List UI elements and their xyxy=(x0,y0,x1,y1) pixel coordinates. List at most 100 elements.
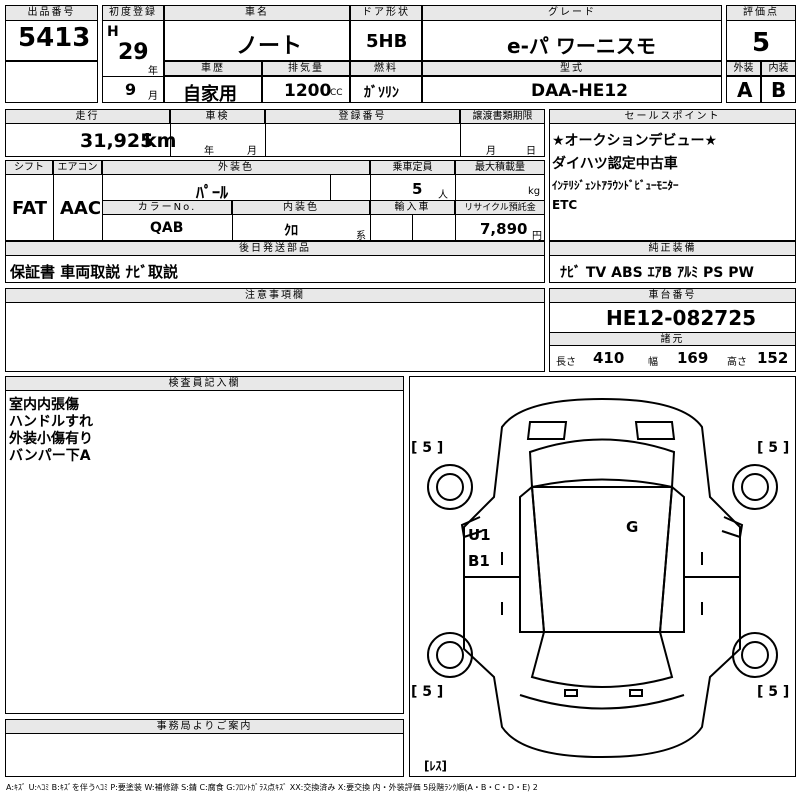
sales-point-3: ｲﾝﾃﾘｼﾞｪﾝﾄｱﾗｳﾝﾄﾞﾋﾞｭｰﾓﾆﾀｰ xyxy=(552,179,679,192)
fuel-label: 燃料 xyxy=(350,61,422,76)
int-color-label: 内装色 xyxy=(232,200,370,215)
inspection-year-unit: 年 xyxy=(204,146,214,157)
aircon-value: AAC xyxy=(60,198,102,219)
ext-color-label: 外装色 xyxy=(102,160,370,175)
first-reg-month-unit: 月 xyxy=(148,91,158,102)
int-color-value: ｸﾛ xyxy=(284,223,298,239)
lot-label: 出品番号 xyxy=(5,5,98,21)
aircon-label: エアコン xyxy=(53,160,102,175)
inspector-line-4: バンパー下A xyxy=(9,448,91,464)
lot-number: 5413 xyxy=(18,23,91,53)
tire-rr: [ 5 ] xyxy=(757,684,790,700)
height-label: 高さ xyxy=(727,357,747,368)
score-value: 5 xyxy=(752,28,771,58)
score-ext-box xyxy=(726,76,761,103)
length-label: 長さ xyxy=(556,357,576,368)
car-diagram xyxy=(427,397,778,759)
model-code-label: 型式 xyxy=(422,61,722,76)
color-no-label: カラーNo. xyxy=(102,200,232,215)
capacity-value: 5 xyxy=(412,180,423,198)
door-value: 5HB xyxy=(366,31,408,52)
spec-label: 諸元 xyxy=(549,332,796,346)
tire-rl: [ 5 ] xyxy=(411,684,444,700)
score-ext: A xyxy=(737,78,753,102)
shift-value: FAT xyxy=(12,198,48,219)
model-code-box xyxy=(422,76,722,103)
first-reg-divider xyxy=(102,76,164,77)
int-color-unit: 系 xyxy=(356,231,366,242)
chassis-value: HE12-082725 xyxy=(606,306,757,330)
inspector-line-1: 室内内張傷 xyxy=(9,397,79,413)
transfer-label: 譲渡書類期限 xyxy=(460,109,545,124)
office-label: 事務局よりご案内 xyxy=(5,719,404,734)
legend: A:ｷｽﾞ U:ﾍｺﾐ B:ｷｽﾞを伴うﾍｺﾐ P:要塗装 W:補修跡 S:錆 … xyxy=(6,783,538,792)
chassis-label: 車台番号 xyxy=(549,288,796,303)
capacity-unit: 人 xyxy=(438,190,448,201)
recycle-label: リサイクル預託金 xyxy=(455,200,545,215)
first-reg-month: 9 xyxy=(125,80,137,99)
door-label: ドア形状 xyxy=(350,5,422,21)
transfer-month-unit: 月 xyxy=(486,146,496,157)
mileage-unit: km xyxy=(144,130,177,152)
height-value: 152 xyxy=(757,349,789,367)
capacity-label: 乗車定員 xyxy=(370,160,455,175)
score-int-label: 内装 xyxy=(761,61,796,76)
transfer-day-unit: 日 xyxy=(526,146,536,157)
tire-fl: [ 5 ] xyxy=(411,440,444,456)
grade-value: e-パ ワーニスモ xyxy=(507,34,656,58)
lot-blank-box xyxy=(5,61,98,103)
equipment-label: 純正装備 xyxy=(549,241,796,256)
width-value: 169 xyxy=(677,349,709,367)
max-load-label: 最大積載量 xyxy=(455,160,545,175)
first-reg-label: 初度登録 xyxy=(102,5,164,21)
first-reg-era: H xyxy=(107,24,119,40)
sales-point-1: ★オークションデビュー★ xyxy=(552,133,718,149)
fuel-value: ｶﾞｿﾘﾝ xyxy=(364,85,399,101)
recycle-unit: 円 xyxy=(532,231,542,242)
score-int: B xyxy=(771,78,787,102)
car-name-label: 車名 xyxy=(164,5,350,21)
history-box xyxy=(164,76,262,103)
mark-u1: U1 xyxy=(468,526,491,544)
grade-label: グレード xyxy=(422,5,722,21)
first-reg-year: 29 xyxy=(118,40,149,65)
displacement-box xyxy=(262,76,350,103)
first-reg-year-unit: 年 xyxy=(148,66,158,77)
mileage-label: 走行 xyxy=(5,109,170,124)
color-no-value: QAB xyxy=(150,220,184,236)
model-code-value: DAA-HE12 xyxy=(531,81,628,101)
ext-color-value: ﾊﾟｰﾙ xyxy=(196,183,229,202)
fuel-box xyxy=(350,76,422,103)
reg-no-label: 登録番号 xyxy=(265,109,460,124)
inspector-line-3: 外装小傷有り xyxy=(9,431,93,447)
import-label: 輸入車 xyxy=(370,200,455,215)
post-parts-value: 保証書 車両取説 ﾅﾋﾞ取説 xyxy=(10,263,178,281)
history-value: 自家用 xyxy=(183,84,237,105)
diagram-box xyxy=(409,376,796,777)
post-parts-label: 後日発送部品 xyxy=(5,241,545,256)
score-ext-label: 外装 xyxy=(726,61,761,76)
mark-g: G xyxy=(626,518,639,536)
recycle-value: 7,890 xyxy=(480,220,528,238)
inspector-label: 検査員記入欄 xyxy=(5,376,404,391)
notes-label: 注意事項欄 xyxy=(5,288,545,303)
inspection-label: 車検 xyxy=(170,109,265,124)
car-name: ノート xyxy=(236,34,303,59)
length-value: 410 xyxy=(593,349,625,367)
mileage-value: 31,925 xyxy=(80,130,154,152)
tire-fr: [ 5 ] xyxy=(757,440,790,456)
score-label: 評価点 xyxy=(726,5,796,21)
spare-tire: [ﾚｽ] xyxy=(424,759,447,773)
inspection-month-unit: 月 xyxy=(247,146,257,157)
shift-label: シフト xyxy=(5,160,53,175)
score-int-box xyxy=(761,76,796,103)
sales-points-label: セールスポイント xyxy=(549,109,796,124)
history-label: 車歴 xyxy=(164,61,262,76)
max-load-unit: kg xyxy=(528,186,541,197)
sales-point-2: ダイハツ認定中古車 xyxy=(552,156,678,172)
inspector-line-2: ハンドルすれ xyxy=(9,414,93,430)
displacement-unit: CC xyxy=(330,88,343,98)
mark-b1: B1 xyxy=(468,552,490,570)
sales-points-box xyxy=(549,109,796,241)
displacement-value: 1200 xyxy=(284,81,332,101)
